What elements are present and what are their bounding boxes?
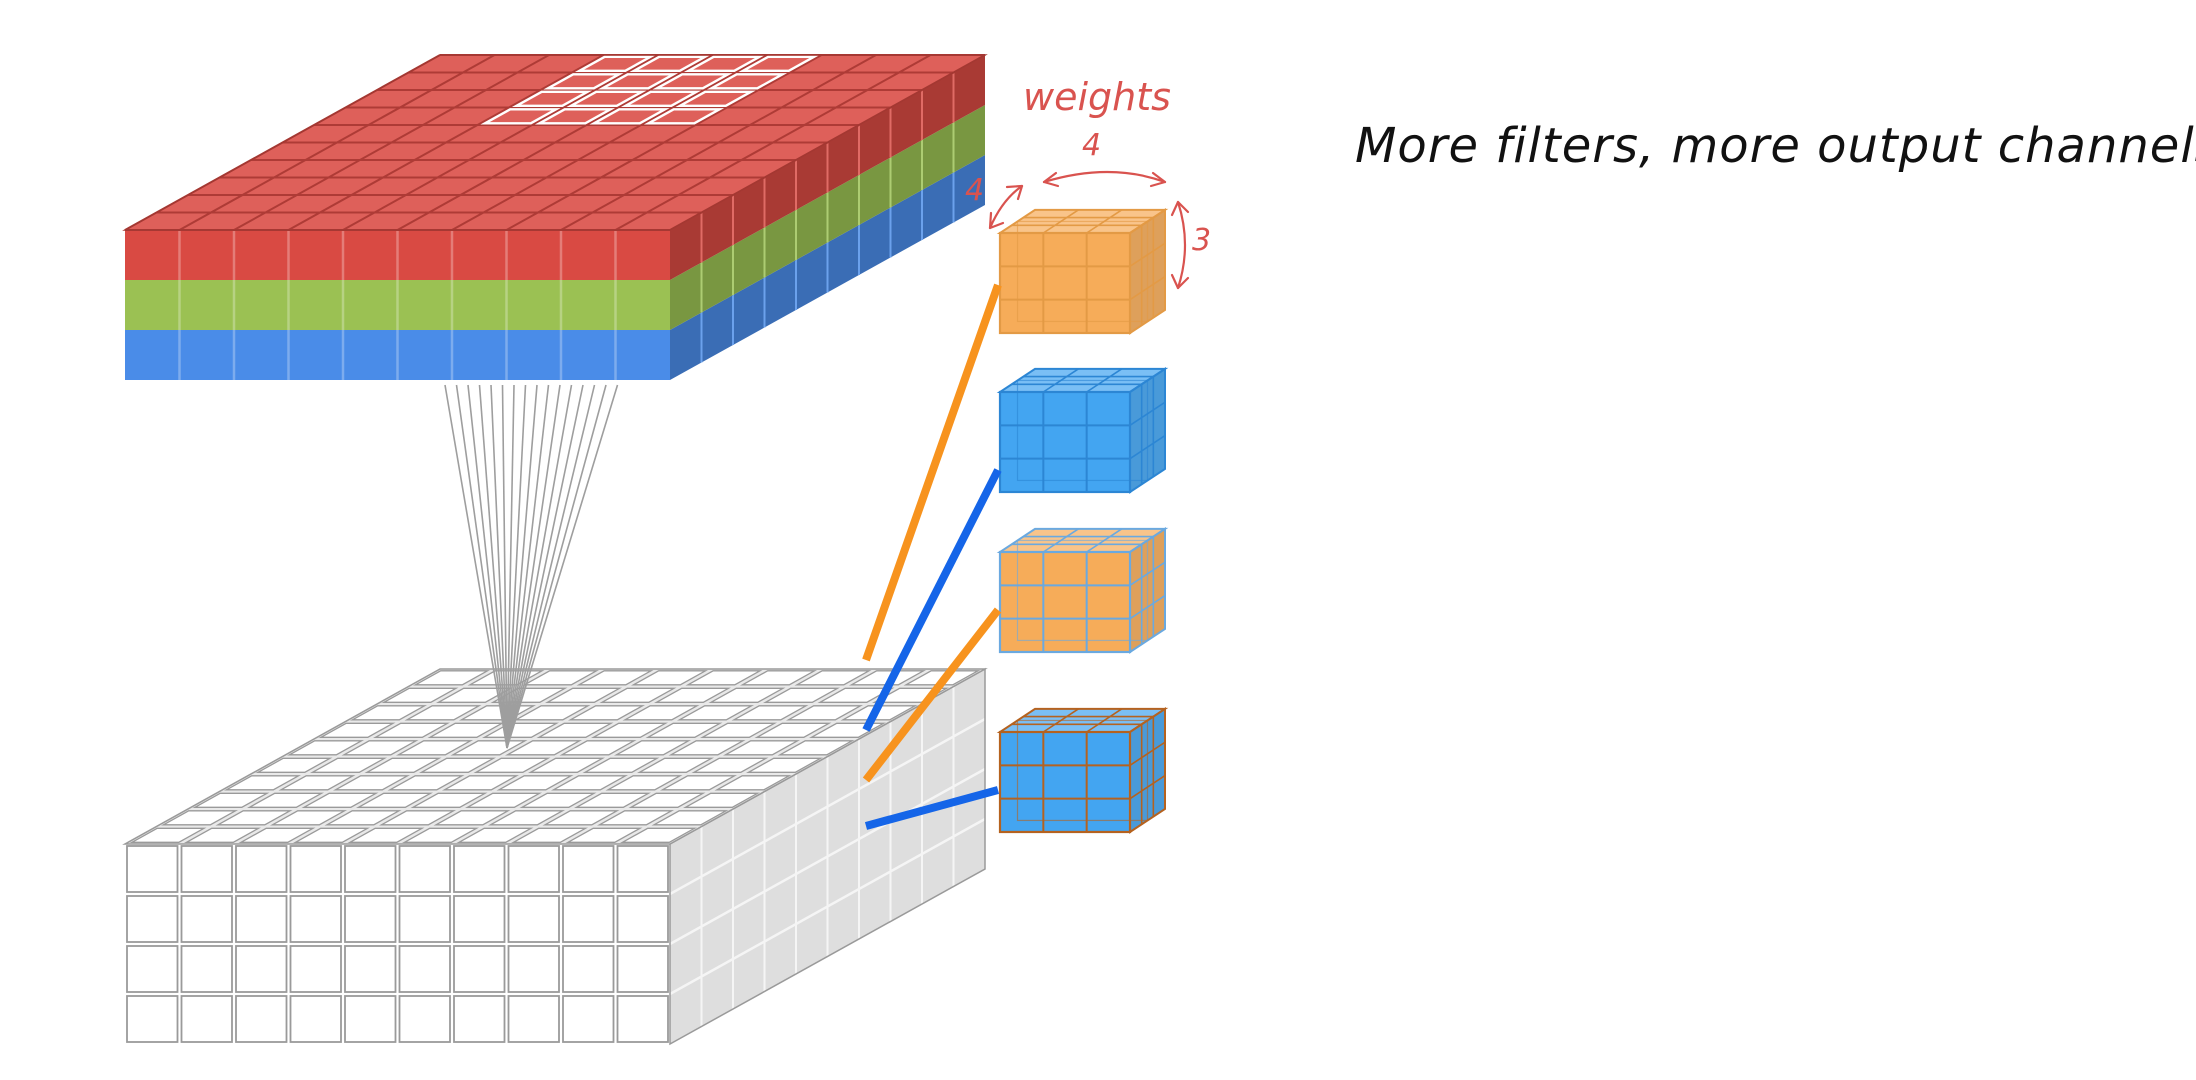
connection-line-2 — [862, 468, 1002, 732]
filter-height-label: 3 — [1192, 223, 1211, 258]
filter-stack — [996, 208, 1169, 834]
filter-depth-label: 4 — [965, 173, 984, 208]
connection-line-4 — [864, 786, 1000, 830]
filter-width-label: 4 — [1082, 128, 1101, 163]
filter-cube-2 — [996, 367, 1169, 494]
connection-line-3 — [862, 607, 1002, 783]
weights-label: weights — [1023, 75, 1171, 119]
height-arrow — [1176, 200, 1187, 290]
input-layer-red — [122, 54, 988, 280]
depth-arrow — [988, 184, 1024, 230]
input-layer-blue — [125, 155, 985, 380]
filter-cube-3 — [996, 527, 1169, 654]
filter-connection-lines — [862, 283, 1002, 830]
input-volume — [122, 54, 988, 380]
caption-text: More filters, more output channels. — [1355, 118, 2196, 174]
input-layer-green — [125, 105, 985, 330]
width-arrow — [1042, 170, 1167, 184]
receptive-field-highlight — [480, 55, 819, 125]
connection-line-1 — [862, 283, 1002, 662]
projection-lines — [444, 384, 619, 749]
filter-cube-1 — [996, 208, 1169, 335]
weights-annotation: weights 4 4 3 — [965, 75, 1211, 290]
output-volume — [122, 667, 988, 1046]
filter-cube-4 — [996, 707, 1169, 834]
